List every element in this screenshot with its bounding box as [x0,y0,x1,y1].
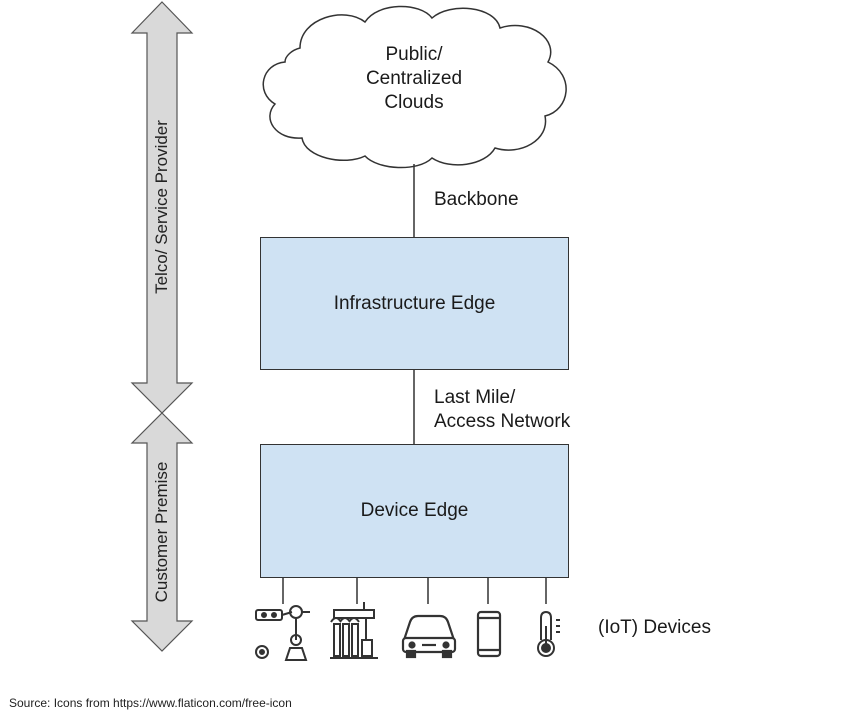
device-connectors [282,578,547,604]
iot-devices-label: (IoT) Devices [598,617,711,638]
infrastructure-edge-label: Infrastructure Edge [333,292,496,314]
device-edge-label: Device Edge [360,500,469,521]
customer-premise-label: Customer Premise [152,461,171,603]
thermometer-icon [537,610,560,657]
cloud-label-line-2: Centralized [365,68,463,89]
source-caption: Source: Icons from https://www.flaticon.… [9,696,292,710]
cloud-label: Public/ Centralized Clouds [344,43,484,115]
last-mile-line-1: Last Mile/ [434,387,516,408]
robot-arm-icon [255,605,310,661]
device-edge-box: Device Edge [260,444,569,578]
cloud-label-line-3: Clouds [384,92,444,113]
last-mile-line-2: Access Network [434,411,571,432]
car-icon [401,614,457,659]
cloud-shape [262,5,567,169]
cloud-label-line-1: Public/ [385,44,443,65]
infrastructure-edge-box: Infrastructure Edge [260,237,569,370]
backbone-label: Backbone [434,189,519,210]
last-mile-label: Last Mile/ Access Network [434,386,570,434]
telco-label: Telco/ Service Provider [152,120,171,294]
smartphone-icon [476,610,502,658]
customer-arrow [130,412,194,652]
factory-machine-icon [330,602,378,659]
